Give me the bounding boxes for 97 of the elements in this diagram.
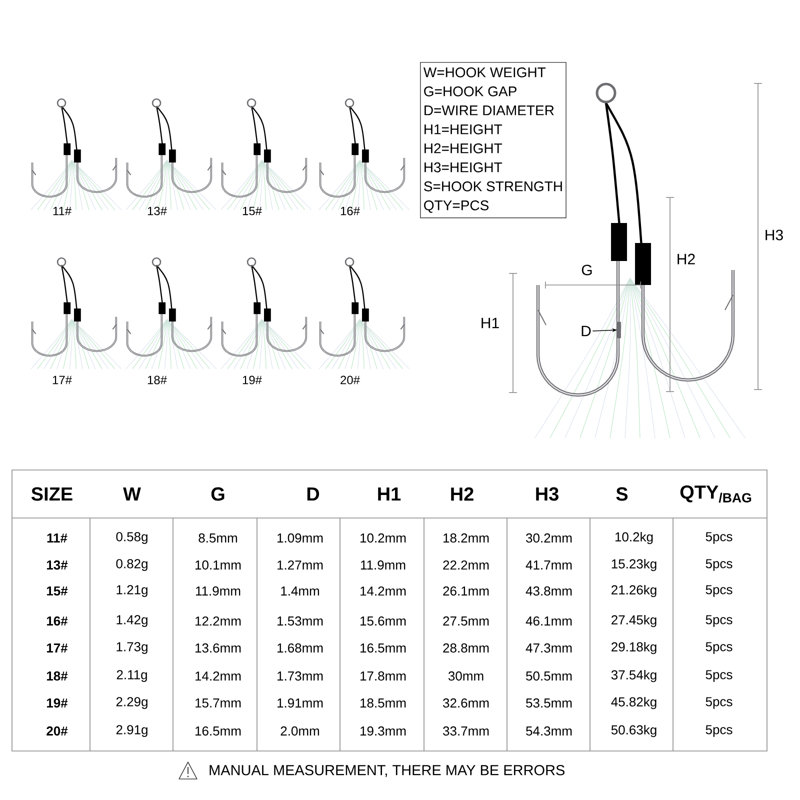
table-cell: 5pcs [706,642,732,654]
table-cell: 10.2mm [360,533,406,543]
size-label: 20# [340,376,360,384]
size-label: 11# [53,206,72,216]
column-header: SIZE [31,487,72,501]
table-cell: 17# [46,644,68,652]
table-cell: 21.26kg [612,584,656,598]
table-cell: 5pcs [706,585,732,597]
table-cell: 1.42g [116,615,148,627]
column-header: H2 [451,487,474,501]
wire-segment [617,322,621,338]
table-cell: 2.11g [116,670,147,682]
table-cell: 1.09mm [278,533,323,543]
column-header: D [307,487,320,501]
table-cell: 15# [46,586,68,596]
table-cell: 15.23kg [612,558,656,572]
table-cell: 30.2mm [526,533,572,543]
table-cell: 22.2mm [443,560,489,570]
table-cell: 20# [46,726,68,736]
table-cell: 1.73mm [278,671,323,681]
table-cell: 1.53mm [278,616,323,626]
size-label: 15# [242,206,262,216]
table-cell: 5pcs [706,615,732,627]
table-cell: 30mm [448,671,484,681]
size-label: 18# [148,376,167,384]
table-cell: 19.3mm [360,726,406,736]
table-cell: 11.9mm [196,586,240,596]
dimension-label: H1 [482,318,499,328]
table-cell: 15.6mm [360,616,406,626]
dimension-label: H3 [766,230,783,240]
size-label: 19# [242,376,262,384]
note-text: MANUAL MEASUREMENT, THERE MAY BE ERRORS [210,765,564,777]
table-cell: 37.54kg [611,670,656,682]
table-cell: 27.5mm [443,616,489,626]
size-label: 13# [148,206,167,216]
table-cell: 32.6mm [443,698,489,708]
table-cell: 27.45kg [612,614,656,628]
table-cell: 11.9mm [361,560,406,570]
table-cell: 0.58g [116,532,148,544]
table-cell: 1.68mm [278,643,323,653]
table-cell: 29.18kg [612,642,656,654]
table-cell: 28.8mm [443,643,489,653]
table-cell: 1.73g [116,642,148,654]
table-cell: 10.1mm [196,560,241,570]
table-cell: 13# [46,560,68,570]
table-cell: 13.6mm [196,643,241,653]
size-label: 17# [52,376,72,384]
table-cell: 0.82g [116,559,148,571]
table-cell: 18.5mm [360,698,406,708]
table-cell: 8.5mm [198,533,237,543]
dimension-label: G [582,264,592,276]
table-cell: 15.7mm [196,698,241,708]
size-label: 16# [340,206,360,216]
table-cell: 11# [47,534,68,542]
table-cell: 50.5mm [526,671,572,681]
table-cell: 2.91g [116,725,148,737]
column-header: S [616,487,628,501]
dimension-label: H2 [678,254,695,264]
table-cell: 5pcs [706,725,732,737]
table-cell: 14.2mm [360,586,406,596]
table-cell: 53.5mm [526,698,572,708]
table-cell: 47.3mm [526,643,572,653]
table-cell: 5pcs [706,532,732,544]
table-cell: 2.29g [116,697,148,709]
table-cell: 41.7mm [526,560,572,570]
table-cell: 18.2mm [444,533,489,543]
table-cell: 14.2mm [196,671,241,681]
table-cell: 33.7mm [443,726,489,736]
table-cell: 18# [46,671,68,681]
table-cell: 46.1mm [526,616,572,626]
table-cell: 5pcs [706,697,732,709]
table-cell: 2.0mm [280,726,320,736]
column-header: W [123,487,141,501]
legend-box: W=HOOK WEIGHT G=HOOK GAP D=WIRE DIAMETER H1=HEIGHT H2=HEIGHT H3=HEIGHT S=HOOK STRENGTH QTY=PCS [420,62,566,218]
table-cell: 1.27mm [278,560,323,570]
table-cell: 5pcs [706,559,732,571]
table-cell: 5pcs [706,670,732,682]
table-cell: 1.91mm [278,698,323,708]
table-cell: 16.5mm [360,643,406,653]
column-header: G [211,487,224,501]
column-header: QTY$_{/BAG}$ [680,485,752,503]
table-cell: 1.4mm [281,586,320,596]
dimension-label: D [582,326,591,336]
table-cell: 16# [46,616,68,626]
table-cell: 1.21g [116,585,148,597]
column-header: H1 [378,487,401,501]
table-cell: 16.5mm [196,726,241,736]
table-cell: 26.1mm [443,586,489,596]
table-cell: 43.8mm [526,586,572,596]
table-cell: 12.2mm [196,616,241,626]
table-cell: 50.63kg [611,724,656,738]
table-cell: 45.82kg [611,696,656,710]
column-header: H3 [536,487,558,501]
table-cell: 10.2kg [615,532,653,544]
table-cell: 17.8mm [360,671,406,681]
table-cell: 54.3mm [526,726,572,736]
table-cell: 19# [46,698,68,708]
